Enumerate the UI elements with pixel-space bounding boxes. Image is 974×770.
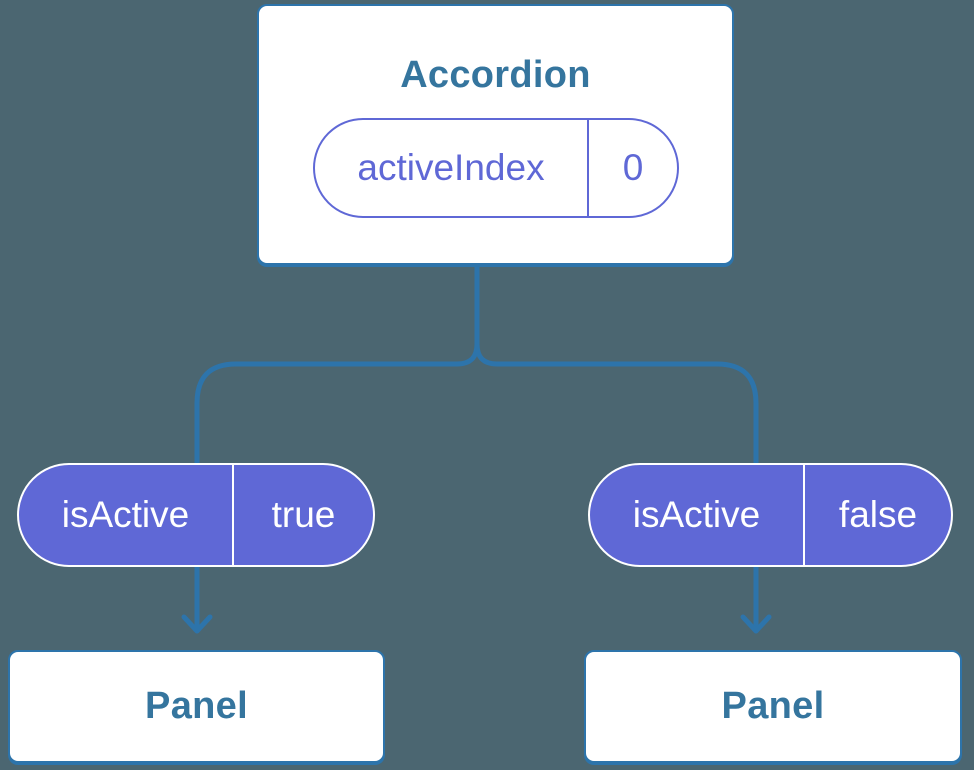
prop-value-label: false xyxy=(803,465,951,565)
panel-node-right: Panel xyxy=(584,650,962,763)
arrow-down-icon xyxy=(740,614,772,634)
prop-name-label: isActive xyxy=(61,494,190,535)
state-value-label: 0 xyxy=(587,120,677,216)
connector-right-branch xyxy=(474,264,759,629)
connector-left-branch xyxy=(194,264,480,629)
prop-pill-isactive-false: isActive false xyxy=(588,463,953,567)
accordion-node: Accordion activeIndex 0 xyxy=(257,4,734,265)
state-name-label: activeIndex xyxy=(357,147,545,188)
panel-node-title: Panel xyxy=(721,685,825,727)
panel-node-left: Panel xyxy=(8,650,385,763)
prop-value-label: true xyxy=(232,465,373,565)
prop-pill-isactive-true: isActive true xyxy=(17,463,375,567)
panel-node-title: Panel xyxy=(145,685,248,727)
accordion-node-title: Accordion xyxy=(400,54,591,96)
prop-name-label: isActive xyxy=(632,494,761,535)
arrow-down-icon xyxy=(181,614,213,634)
state-pill-activeindex: activeIndex 0 xyxy=(313,118,679,218)
